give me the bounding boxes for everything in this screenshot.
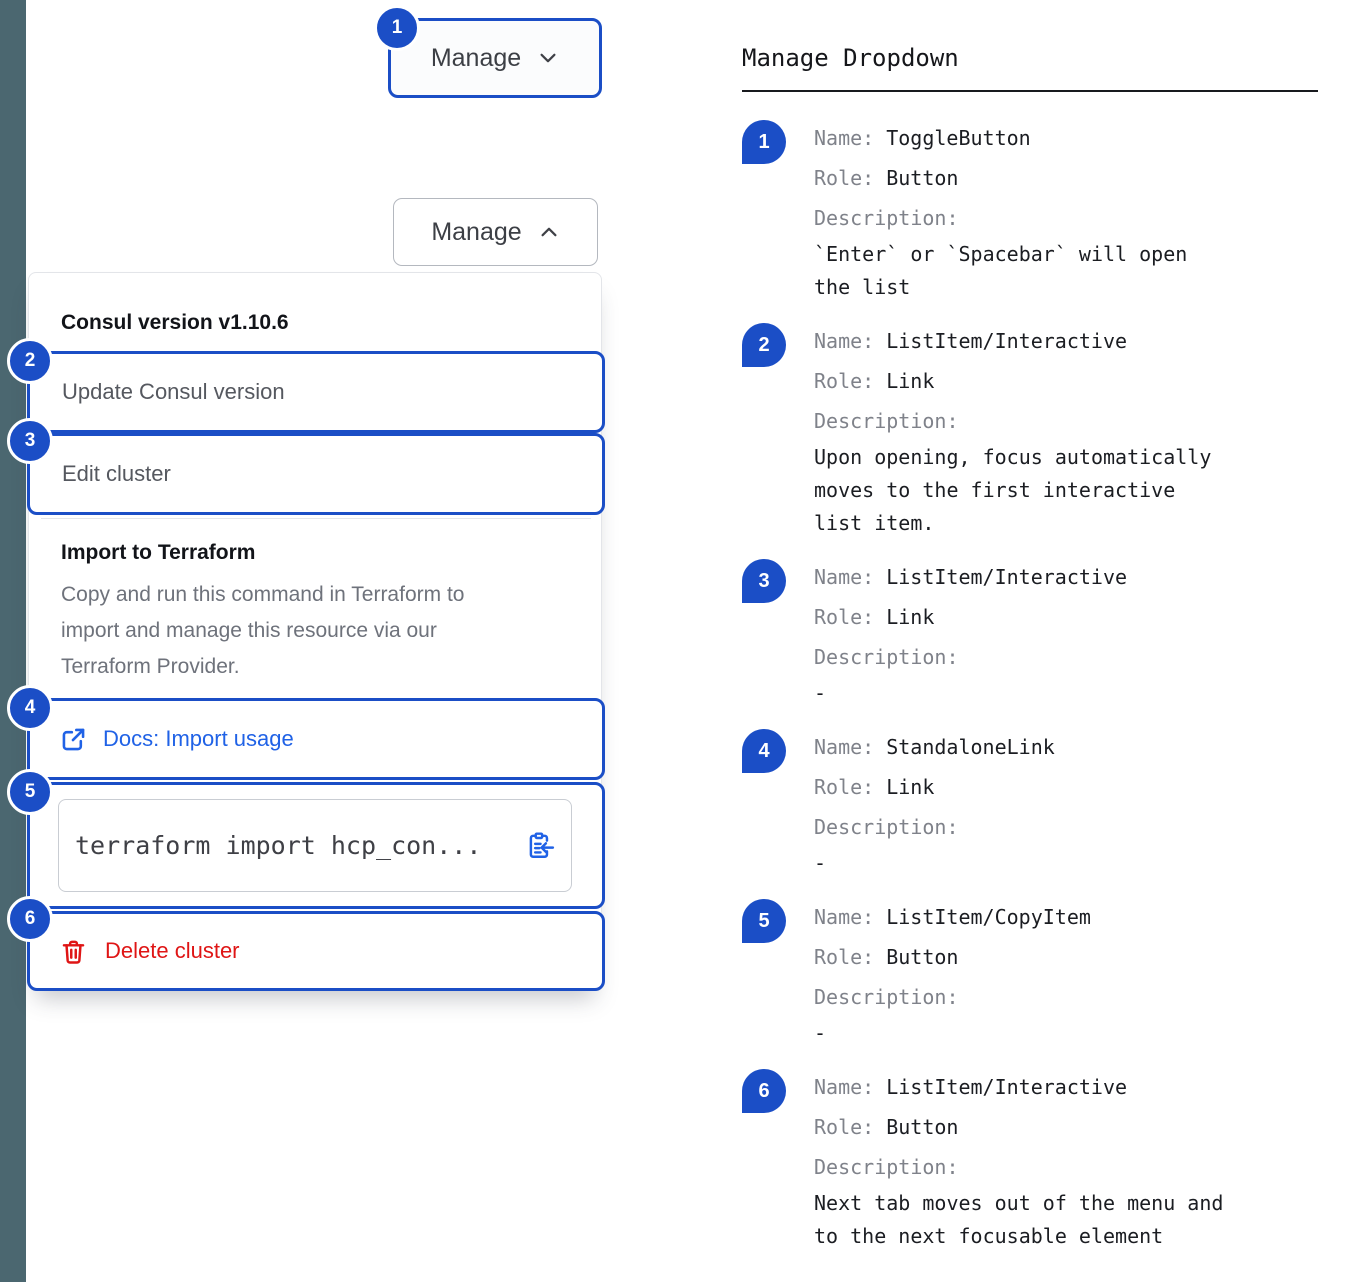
trash-icon: [60, 938, 87, 965]
name-value: ListItem/Interactive: [886, 565, 1128, 589]
description-label: Description:: [814, 815, 959, 839]
role-value: Button: [886, 1115, 959, 1139]
legend-badge-2: 2: [742, 323, 786, 367]
description-label: Description:: [814, 409, 959, 433]
role-value: Link: [886, 605, 935, 629]
name-label: Name:: [814, 126, 875, 150]
name-value: ListItem/Interactive: [886, 1075, 1128, 1099]
delete-cluster-label: Delete cluster: [105, 938, 240, 963]
edit-cluster-label: Edit cluster: [62, 461, 171, 486]
description-value: -: [814, 1021, 827, 1045]
chevron-down-icon: [537, 47, 559, 69]
description-value: `Enter` or `Spacebar` will open the list: [814, 242, 1188, 299]
annotation-badge-6: 6: [7, 896, 53, 942]
legend-item-2: 2 Name: ListItem/Interactive Role: Link De…: [742, 321, 1332, 540]
consul-version-header: Consul version v1.10.6: [61, 311, 289, 334]
legend-badge-3: 3: [742, 559, 786, 603]
menu-item-copy-command[interactable]: terraform import hcp_con...: [27, 782, 605, 909]
name-label: Name:: [814, 329, 875, 353]
import-terraform-header: Import to Terraform: [61, 541, 256, 564]
manage-dropdown-panel: Consul version v1.10.6 Update Consul ver…: [27, 272, 605, 991]
role-value: Link: [886, 369, 935, 393]
annotation-legend: Manage Dropdown 1 Name: ToggleButton Role…: [742, 0, 1332, 1253]
manage-toggle-button[interactable]: Manage: [388, 18, 602, 98]
role-label: Role:: [814, 605, 875, 629]
terraform-command-text: terraform import hcp_con...: [75, 831, 482, 860]
legend-items: 1 Name: ToggleButton Role: Button Descript…: [742, 118, 1332, 1253]
legend-title: Manage Dropdown: [742, 44, 959, 72]
legend-divider: [742, 90, 1318, 92]
legend-item-5: 5 Name: ListItem/CopyItem Role: Button Des…: [742, 897, 1332, 1050]
annotation-badge-3: 3: [7, 418, 53, 464]
external-link-icon: [60, 726, 87, 753]
import-terraform-description: Copy and run this command in Terraform t…: [61, 583, 465, 678]
description-value: -: [814, 681, 827, 705]
name-value: ListItem/CopyItem: [886, 905, 1091, 929]
legend-item-3: 3 Name: ListItem/Interactive Role: Link De…: [742, 557, 1332, 710]
annotation-badge-1: 1: [374, 5, 420, 51]
name-label: Name:: [814, 905, 875, 929]
description-label: Description:: [814, 645, 959, 669]
menu-item-delete-cluster[interactable]: Delete cluster: [27, 911, 605, 991]
manage-toggle-label: Manage: [430, 43, 522, 72]
role-value: Button: [886, 166, 959, 190]
name-value: ListItem/Interactive: [886, 329, 1128, 353]
name-value: StandaloneLink: [886, 735, 1055, 759]
terraform-command-field[interactable]: terraform import hcp_con...: [58, 799, 572, 892]
menu-item-update-consul-version[interactable]: Update Consul version: [27, 351, 605, 433]
name-value: ToggleButton: [886, 126, 1031, 150]
annotation-badge-5: 5: [7, 769, 53, 815]
description-label: Description:: [814, 985, 959, 1009]
annotation-badge-2: 2: [7, 338, 53, 384]
clipboard-copy-icon[interactable]: [525, 831, 555, 861]
role-label: Role:: [814, 775, 875, 799]
sidebar-strip: [0, 0, 26, 1282]
menu-item-docs-import-usage[interactable]: Docs: Import usage: [27, 698, 605, 780]
menu-item-edit-cluster[interactable]: Edit cluster: [27, 433, 605, 515]
description-value: -: [814, 851, 827, 875]
legend-badge-1: 1: [742, 120, 786, 164]
description-value: Next tab moves out of the menu and to th…: [814, 1191, 1224, 1248]
docs-import-usage-link: Docs: Import usage: [103, 726, 294, 751]
manage-expanded-button[interactable]: Manage: [393, 198, 598, 266]
role-value: Button: [886, 945, 959, 969]
role-value: Link: [886, 775, 935, 799]
role-label: Role:: [814, 945, 875, 969]
description-value: Upon opening, focus automatically moves …: [814, 445, 1212, 535]
legend-badge-6: 6: [742, 1069, 786, 1113]
name-label: Name:: [814, 565, 875, 589]
legend-item-1: 1 Name: ToggleButton Role: Button Descript…: [742, 118, 1332, 304]
role-label: Role:: [814, 1115, 875, 1139]
description-label: Description:: [814, 206, 959, 230]
name-label: Name:: [814, 735, 875, 759]
legend-badge-4: 4: [742, 729, 786, 773]
update-consul-version-label: Update Consul version: [62, 379, 285, 404]
role-label: Role:: [814, 369, 875, 393]
name-label: Name:: [814, 1075, 875, 1099]
legend-item-4: 4 Name: StandaloneLink Role: Link Descript…: [742, 727, 1332, 880]
role-label: Role:: [814, 166, 875, 190]
chevron-up-icon: [538, 221, 560, 243]
legend-item-6: 6 Name:ListItem/Interactive Role:Button …: [742, 1067, 1332, 1253]
menu-divider: [41, 518, 591, 519]
description-label: Description:: [814, 1155, 959, 1179]
annotation-badge-4: 4: [7, 685, 53, 731]
manage-expanded-label: Manage: [431, 217, 522, 246]
legend-badge-5: 5: [742, 899, 786, 943]
